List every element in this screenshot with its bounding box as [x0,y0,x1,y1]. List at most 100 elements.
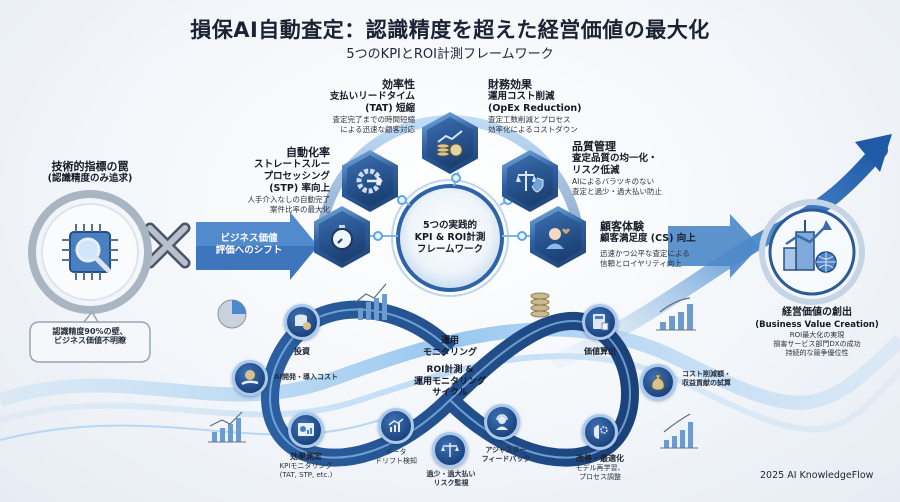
business-value-line: ROI最大化の実現 [789,331,845,339]
kpi-sub: 顧客満足度 (CS) 向上 [600,233,696,244]
business-value-heading: 経営価値の創出 [782,307,852,318]
step-title: 効果測定 [290,452,322,461]
kpi-desc: 信頼とロイヤリティ向上 [600,259,682,268]
bar-chart-icon [656,297,696,331]
stopwatch-icon [331,225,353,250]
kpi-desc: AIによるバラツキのない [572,177,655,186]
kpi-quality-text: 品質管理 査定品質の均一化・ リスク低減 AIによるバラツキのない 査定と過少・… [572,140,722,197]
kpi-desc: による迅速な顧客対応 [340,125,415,134]
kpi-desc: 案件比率の最大化 [270,205,330,214]
bar-chart-icon [660,413,698,449]
cycle-node-improve[interactable] [582,414,618,450]
kpi-automation-hex[interactable] [342,150,398,212]
cycle-node-risk[interactable] [432,432,468,468]
hand-coin-icon [241,370,259,386]
center-hub[interactable]: 5つの実践的 KPI & ROI計測 フレームワーク [398,220,502,256]
gear-arrow-icon [356,168,383,194]
kpi-title: 効率性 [382,78,415,91]
step-line: フィードバック [481,455,531,463]
hub-line-1: 5つの実践的 [422,220,478,231]
cycle-node-investment[interactable] [284,304,320,340]
kpi-title: 顧客体験 [600,220,644,233]
hub-line-2: KPI & ROI計測 [414,232,486,243]
step-title: 改善・最適化 [576,454,624,463]
shift-arrow: ビジネス価値 評価へのシフト [206,233,292,257]
cycle-center-line: 運用モニタリング [413,376,486,387]
kpi-financial-hex[interactable] [422,112,478,174]
page-title: 損保AI自動査定：認識精度を超えた経営価値の最大化 [190,18,710,42]
bar-chart-icon [208,411,246,443]
cycle-center-line: 運用 [440,336,459,346]
money-bag-icon [651,374,665,391]
kpi-desc: 査定工数削減とプロセス [488,115,571,124]
step-line: リスク監視 [433,479,469,487]
kpi-title: 自動化率 [286,146,330,159]
business-value-line: 持続的な競争優位性 [785,349,849,357]
kpi-sub: 運用コスト削減 [488,91,555,102]
cycle-label-drift: データ ドリフト検知 [366,448,426,466]
step-line: 収益貢献の試算 [682,379,731,387]
coin-stack-icon [530,292,550,318]
cycle-label-risk: 過少・過大払い リスク監視 [416,470,486,488]
headset-person-icon [496,414,508,430]
kpi-sub: (STP) 率向上 [269,183,330,194]
cycle-node-feedback[interactable] [484,404,520,440]
chip-magnifier-icon [62,224,118,280]
database-coin-icon [295,314,311,330]
cycle-node-value[interactable] [582,304,618,340]
kpi-cx-text: 顧客体験 顧客満足度 (CS) 向上 迅速かつ公平な査定による 信頼とロイヤリテ… [600,220,750,269]
kpi-title: 財務効果 [488,78,532,91]
technical-trap-heading: 技術的指標の罠 [51,160,129,173]
cycle-node-drift[interactable] [378,408,414,444]
dashboard-icon [298,423,314,436]
callout-line-2: ビジネス価値不明瞭 [54,336,126,345]
footer-credit: 2025 AI KnowledgeFlow [760,470,874,481]
kpi-desc: 査定と過少・過大払い防止 [572,187,662,196]
kpi-desc: 迅速かつ公平な査定による [600,249,690,258]
cycle-label-feedback: アジャスター フィードバック [476,446,536,464]
kpi-financial-text: 財務効果 運用コスト削減 (OpEx Reduction) 査定工数削減とプロセ… [488,78,638,135]
kpi-sub: 支払いリードタイム [329,91,415,102]
callout-line-1: 認識精度90%の壁、 [52,327,128,336]
kpi-sub: 査定品質の均一化・ [572,153,658,164]
kpi-desc: 効率化によるコストダウン [488,125,578,134]
technical-trap-subheading: (認識精度のみ追求) [47,173,133,184]
business-value-line: 損害サービス部門DXの成功 [773,340,861,348]
cycle-node-measurement[interactable] [288,412,324,448]
hub-line-3: フレームワーク [416,244,484,255]
brain-gear-icon [593,425,608,439]
kpi-desc: 査定完了までの時間短縮 [332,115,416,124]
chart-icon [388,418,404,432]
cycle-label-value: 価値算出 [584,347,616,356]
page-subtitle: 5つのKPIとROI計測フレームワーク [346,47,554,62]
step-line: 過少・過大払い [426,470,476,478]
business-value-text: 経営価値の創出 (Business Value Creation) ROI最大化… [742,306,892,358]
cycle-node-calc[interactable] [640,364,676,400]
cycle-label-investment: 投資 [294,347,310,356]
kpi-efficiency-text: 効率性 支払いリードタイム (TAT) 短縮 査定完了までの時間短縮 による迅速… [250,78,415,135]
scales-icon [441,443,459,457]
technical-trap-label: 技術的指標の罠 (認識精度のみ追求) [20,160,160,185]
cycle-label-improve: 改善・最適化 モデル再学習、 プロセス調整 [560,454,640,482]
step-sub: モデル再学習、 [575,464,625,472]
building-globe-growth-icon [783,220,837,273]
kpi-desc: 人手介入なしの自動完了 [247,195,331,204]
step-line: ドリフト検知 [375,457,417,465]
cycle-label-calc: コスト削減額・ 収益貢献の試算 [682,370,762,388]
calculator-icon [593,314,609,331]
shift-arrow-line-2: 評価へのシフト [215,245,283,256]
cycle-node-cost[interactable] [232,360,268,396]
callout-bubble: 認識精度90%の壁、 ビジネス価値不明瞭 [30,327,150,345]
kpi-sub: (OpEx Reduction) [488,103,582,114]
cycle-center-line: サイクル [432,388,468,398]
step-line: アジャスター [485,446,527,454]
cycle-center-line: ROI計測 & [426,365,474,375]
shift-arrow-line-1: ビジネス価値 [220,233,278,244]
kpi-efficiency-hex[interactable] [314,206,370,268]
scales-shield-icon [516,171,544,193]
kpi-sub: リスク低減 [572,165,620,176]
kpi-title: 品質管理 [572,140,616,153]
step-sub: (TAT, STP, etc.) [279,471,333,479]
coins-growth-icon [436,130,463,157]
x-mark-icon [144,222,191,269]
